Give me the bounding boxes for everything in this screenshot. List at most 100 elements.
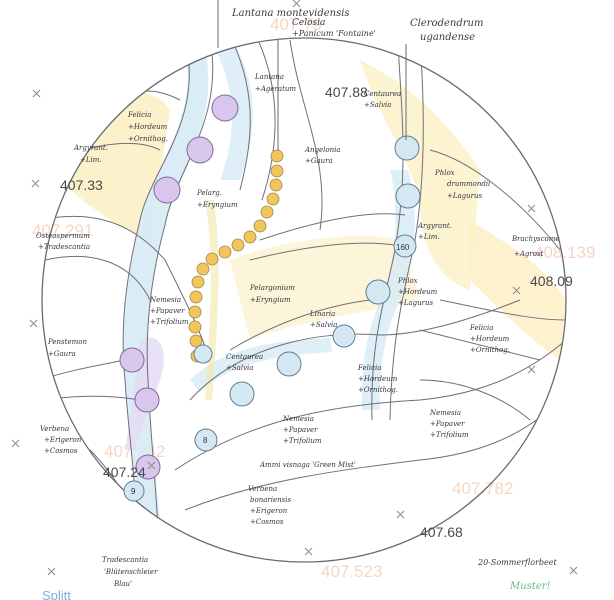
label-clerodendrum: Clerodendrum [410, 18, 483, 29]
circle-number: 9 [131, 487, 136, 496]
bed-outline [41, 37, 567, 563]
bed-label: Felicia [469, 324, 493, 332]
bed-label: drummondii [447, 180, 490, 188]
plant-dot [231, 238, 245, 252]
leader-lines [217, 0, 407, 150]
plant-dot [266, 192, 280, 206]
bed-label: +Agrost [514, 250, 544, 258]
plant-dot [270, 149, 284, 163]
plant-circle [134, 387, 160, 413]
readout-407-33: 407.33 [60, 177, 103, 193]
bed-label: +Ornithog. [470, 346, 510, 354]
bed-label: +Trifolium [283, 437, 322, 445]
bed-label: Nemesia [429, 409, 461, 417]
bed-label: Angelonia [304, 146, 341, 154]
plant-dot [205, 252, 219, 266]
plant-dot [196, 262, 210, 276]
readout-407-68: 407.68 [420, 524, 463, 540]
bed-label: +Trifolium [430, 431, 469, 439]
bed-label: +Eryngium [197, 201, 238, 209]
bed-label: +Eryngium [250, 296, 291, 304]
bed-label: +Hordeum [358, 375, 398, 383]
bed-label: bonariensis [250, 496, 291, 504]
bed-label: Ammi visnaga 'Green Mist' [259, 461, 356, 469]
bed-label: +Salvia [310, 321, 337, 329]
bed-label: +Papaver [283, 426, 318, 434]
bed-label: +Papaver [430, 420, 465, 428]
readout-407-88: 407.88 [325, 84, 368, 100]
plant-circle [193, 344, 213, 364]
bed-label: Lantana [254, 73, 284, 81]
plant-circle [365, 279, 391, 305]
bed-label: Nemesia [149, 296, 181, 304]
bed-label: +Cosmos [250, 518, 284, 526]
bed-label: Pelarg. [196, 189, 222, 197]
plant-circle [186, 136, 214, 164]
bed-label: Argyrant. [73, 144, 108, 152]
circle-number: 160 [396, 243, 410, 252]
colour-washes [60, 40, 566, 520]
height-readouts: 407.88 407.33 408.09 407.24 407.68 [60, 84, 573, 540]
bed-label: Penstemon [47, 338, 87, 346]
bed-label: +Tradescantia [38, 243, 90, 251]
bed-label: +Lim. [80, 156, 102, 164]
plant-circle-numbers: 160 8 9 [131, 243, 410, 496]
bed-label: Felicia [357, 364, 381, 372]
bed-label: Nemesia [282, 415, 314, 423]
bed-label: Felicia [127, 111, 151, 119]
label-lantana-montevidensis: Lantana montevidensis [231, 8, 350, 19]
bed-label: +Salvia [226, 364, 253, 372]
bed-label: +Papaver [150, 307, 185, 315]
bed-label: +Ornithog. [128, 135, 168, 143]
bed-label: +Lagurus [398, 299, 434, 307]
ghost-number: 407.79 [270, 15, 322, 34]
readout-408-09: 408.09 [530, 273, 573, 289]
bed-label: Brachyscome [511, 235, 560, 243]
plant-circle [395, 183, 421, 209]
bed-label: +Gaura [48, 350, 76, 358]
bed-label: Osteospermum [36, 232, 90, 240]
plant-circle [135, 454, 161, 480]
bed-label: +Ageratum [255, 85, 296, 93]
bed-label: Centaurea [226, 353, 263, 361]
bed-label: +Lagurus [447, 192, 483, 200]
plant-circle [119, 347, 145, 373]
readout-407-24: 407.24 [103, 464, 146, 480]
top-labels: Lantana montevidensis Celosia +Panicum '… [231, 8, 483, 43]
bed-label: +Salvia [364, 101, 391, 109]
bed-label: +Gaura [305, 157, 333, 165]
plant-dot [243, 230, 257, 244]
bed-label: Verbena [40, 425, 69, 433]
bed-label: +Cosmos [44, 447, 78, 455]
label-ugandense: ugandense [420, 32, 475, 43]
plant-dot [189, 290, 203, 304]
bed-labels: Felicia +Hordeum +Ornithog. Argyrant. +L… [36, 73, 560, 588]
plant-circle [229, 381, 255, 407]
ghost-number: 408.139 [534, 243, 595, 262]
bed-label: +Erigeron [250, 507, 288, 515]
bed-label: +Trifolium [150, 318, 189, 326]
circle-number: 8 [203, 436, 208, 445]
bed-label: +Hordeum [398, 288, 438, 296]
blue-plants [123, 135, 421, 502]
label-muster: Muster! [509, 581, 551, 592]
plant-dot [260, 205, 274, 219]
bed-label: +Lim. [418, 233, 440, 241]
plant-circle [394, 135, 420, 161]
bed-label: Argyrant. [417, 222, 452, 230]
plant-dot [270, 164, 284, 178]
plant-dot [188, 305, 202, 319]
ghost-number: 407.291 [32, 221, 93, 240]
plant-dot [191, 275, 205, 289]
plant-circle [153, 176, 181, 204]
bed-label: Phlox [434, 169, 455, 177]
bed-label: Phlox [397, 277, 418, 285]
plant-dot [269, 178, 283, 192]
plant-circle [393, 234, 417, 258]
bed-label: Verbena [248, 485, 277, 493]
ghost-number: 407.523 [321, 562, 382, 581]
plant-dot [188, 320, 202, 334]
